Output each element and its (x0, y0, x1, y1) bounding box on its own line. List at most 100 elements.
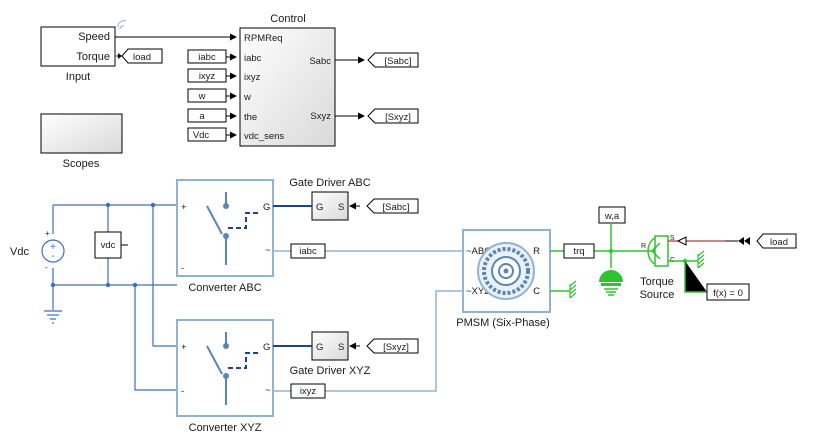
pmsm-label: PMSM (Six-Phase) (456, 317, 550, 329)
svg-text:w: w (198, 91, 206, 102)
vdc-sensor-block[interactable]: vdc (94, 231, 122, 259)
svg-text:S: S (338, 202, 344, 213)
gate-driver-abc-label: Gate Driver ABC (289, 177, 370, 189)
svg-text:ixyz: ixyz (199, 71, 216, 82)
torque-source-label-1: Torque (640, 276, 674, 288)
switch-icon (206, 192, 258, 265)
sensor-wa-block[interactable]: w,a (598, 206, 626, 224)
mech-ground-icon (697, 250, 705, 269)
control-in-rpmreq: RPMReq (244, 33, 283, 44)
scopes-label: Scopes (63, 158, 100, 170)
svg-text:~: ~ (265, 385, 271, 396)
from-load-top-tag[interactable]: load (121, 48, 163, 64)
svg-text:ixyz: ixyz (300, 386, 317, 397)
svg-text:a: a (199, 111, 205, 122)
svg-text:[Sxyz]: [Sxyz] (383, 342, 409, 353)
goto-ixyz-tag[interactable]: ixyz (290, 383, 326, 399)
from-w-tag[interactable]: w (187, 88, 227, 103)
ac-xyz-wire (273, 290, 466, 392)
vdc-source-label: Vdc (10, 246, 29, 258)
svg-text:G: G (263, 202, 270, 213)
inertia-icon[interactable] (599, 251, 623, 296)
control-in-vdc-sens: vdc_sens (244, 131, 284, 142)
svg-text:f(x) = 0: f(x) = 0 (713, 288, 743, 299)
scopes-block[interactable] (40, 113, 123, 154)
from-sxyz-tag[interactable]: [Sxyz] (366, 338, 419, 354)
input-port-speed: Speed (78, 31, 110, 43)
control-block[interactable]: RPMReq iabc ixyz w the vdc_sens Sabc Sxy… (239, 27, 336, 147)
goto-trq-tag[interactable]: trq (563, 243, 595, 259)
converter-abc-label: Converter ABC (188, 282, 261, 294)
solver-configuration-block[interactable]: f(x) = 0 (706, 283, 750, 301)
svg-text:G: G (316, 342, 323, 353)
svg-text:C: C (533, 286, 540, 297)
svg-text:+: + (181, 202, 187, 213)
goto-sxyz-tag[interactable]: [Sxyz] (367, 108, 419, 124)
switch-icon (206, 332, 258, 405)
svg-text:~ABC: ~ABC (466, 246, 491, 257)
dc-bus-junctions (50, 202, 156, 288)
mech-ground-icon (569, 280, 577, 299)
ground-icon (44, 310, 62, 324)
svg-text:G: G (263, 342, 270, 353)
converter-xyz-label: Converter XYZ (189, 422, 262, 434)
torque-source-block[interactable]: R S C (641, 235, 675, 267)
svg-text:-: - (181, 386, 184, 397)
control-out-sabc: Sabc (309, 56, 331, 67)
gate-driver-xyz-label: Gate Driver XYZ (290, 365, 371, 377)
svg-text:~XYZ: ~XYZ (466, 286, 490, 297)
svg-text:~: ~ (265, 245, 271, 256)
svg-text:-: - (51, 251, 54, 262)
svg-text:[Sabc]: [Sabc] (383, 202, 410, 213)
svg-text:load: load (770, 237, 788, 248)
from-ixyz-tag[interactable]: ixyz (187, 68, 227, 83)
svg-text:trq: trq (573, 246, 584, 257)
svg-text:vdc: vdc (101, 240, 116, 251)
gate-driver-xyz-block[interactable]: G S (311, 331, 349, 361)
svg-text:R: R (533, 246, 540, 257)
control-in-the: the (244, 112, 257, 123)
converter-abc-block[interactable]: + - G ~ (176, 179, 274, 277)
control-in-iabc: iabc (244, 53, 262, 64)
motor-icon (477, 242, 535, 300)
goto-vdc-tag: vdc (101, 240, 116, 251)
svg-text:Vdc: Vdc (193, 130, 210, 141)
wifi-icon (117, 20, 127, 30)
svg-text:+: + (50, 242, 56, 253)
svg-text:R: R (641, 243, 646, 250)
svg-text:-: - (45, 263, 48, 272)
svg-text:S: S (338, 342, 344, 353)
from-vdc-tag[interactable]: Vdc (187, 127, 227, 142)
from-sabc-tag[interactable]: [Sabc] (366, 198, 419, 214)
svg-text:[Sxyz]: [Sxyz] (385, 112, 411, 123)
converter-xyz-block[interactable]: + - G ~ (176, 319, 274, 417)
from-iabc-tag[interactable]: iabc (187, 49, 227, 64)
input-port-torque: Torque (76, 51, 110, 63)
input-label: Input (66, 71, 90, 83)
control-in-w: w (243, 92, 251, 103)
svg-text:iabc: iabc (299, 246, 317, 257)
input-block[interactable]: Speed Torque (40, 26, 116, 67)
goto-sabc-tag[interactable]: [Sabc] (367, 52, 419, 68)
svg-text:[Sabc]: [Sabc] (385, 56, 412, 67)
svg-text:iabc: iabc (198, 52, 216, 63)
goto-iabc-tag[interactable]: iabc (290, 243, 326, 259)
from-load-bottom-tag[interactable]: load (756, 233, 797, 249)
control-label: Control (270, 13, 305, 25)
svg-text:w,a: w,a (604, 211, 620, 222)
vdc-source[interactable]: + - + - (41, 229, 65, 272)
from-a-tag[interactable]: a (187, 108, 227, 123)
control-in-ixyz: ixyz (244, 72, 261, 83)
torque-source-label-2: Source (640, 289, 675, 301)
svg-text:+: + (181, 342, 187, 353)
svg-text:+: + (45, 229, 50, 238)
control-out-sxyz: Sxyz (310, 111, 331, 122)
pmsm-block[interactable]: ~ABC ~XYZ R C (462, 229, 551, 313)
svg-text:-: - (181, 263, 184, 274)
svg-text:G: G (316, 202, 323, 213)
svg-text:S: S (670, 235, 675, 242)
gate-driver-abc-block[interactable]: G S (311, 191, 349, 221)
dc-bus-wires (52, 204, 177, 391)
